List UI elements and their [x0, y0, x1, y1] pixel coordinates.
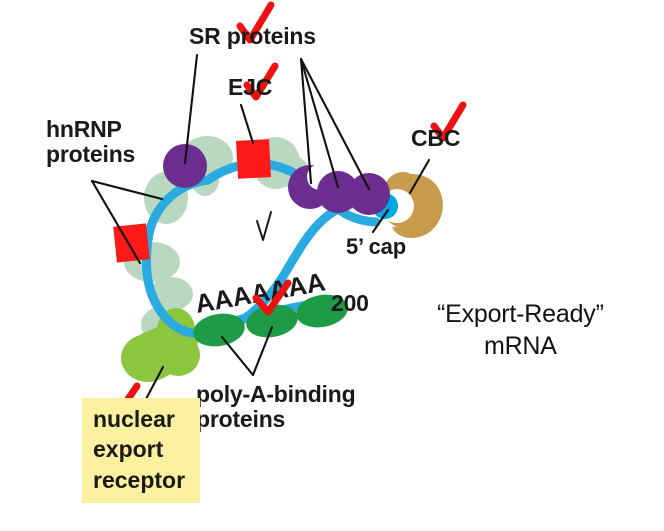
- leader-line-sr-1: [299, 57, 313, 185]
- nuclear-export-receptor-highlight-box: [82, 398, 200, 503]
- label-ejc: EJC: [228, 74, 273, 100]
- ejc-check: [243, 62, 279, 101]
- label-sr-proteins: SR proteins: [189, 23, 316, 49]
- sr-protein-purple: [317, 171, 359, 213]
- poly-a-binding-protein: [246, 304, 298, 338]
- ejc-red-square: [236, 139, 271, 179]
- label-five-prime-cap: 5’ cap: [346, 234, 406, 259]
- hnrnp-protein-purple: [163, 144, 207, 188]
- label-nuclear-export-receptor: nuclear export receptor: [93, 406, 186, 493]
- leader-line-five-cap: [371, 208, 390, 234]
- poly-a-binding-protein: [296, 294, 348, 328]
- leader-lines: [90, 53, 431, 401]
- label-poly-a-count: 200: [331, 290, 369, 316]
- leader-line-ejc: [239, 103, 255, 145]
- sr-proteins-check: [236, 1, 275, 44]
- label-hnrnp-proteins: hnRNP proteins: [46, 116, 136, 167]
- leader-line-cbc: [408, 158, 431, 195]
- cbc-check: [430, 101, 467, 142]
- red-check-marks: [103, 1, 467, 419]
- label-poly-a-binding-proteins: poly-A-binding proteins: [196, 381, 356, 432]
- leader-line-nuclear-export: [144, 365, 165, 401]
- leader-line-hnrnp-2: [90, 179, 142, 265]
- sr-protein-purple: [348, 173, 390, 215]
- leader-line-sr-3: [299, 57, 371, 191]
- poly-a-binding-protein: [193, 313, 245, 347]
- poly-a-check: [252, 279, 292, 316]
- leader-line-sr-to-hnrnp: [183, 53, 199, 165]
- leader-line-sr-2: [299, 57, 340, 189]
- leader-line-hnrnp-1: [90, 179, 164, 201]
- leader-line-pabp-2: [251, 325, 274, 377]
- label-export-ready-mrna: “Export-Ready” mRNA: [437, 300, 604, 360]
- center-check-symbol: [256, 211, 272, 241]
- label-cbc: CBC: [411, 125, 461, 151]
- ejc-red-square: [113, 223, 150, 263]
- leader-line-pabp-1: [220, 335, 255, 377]
